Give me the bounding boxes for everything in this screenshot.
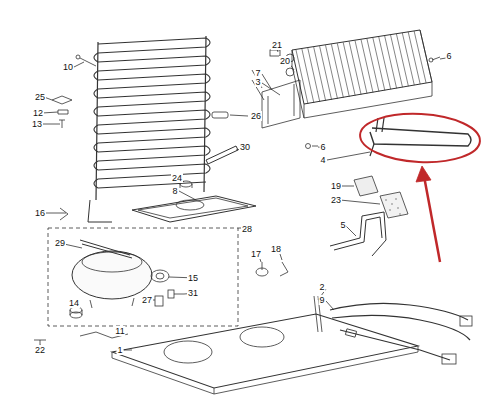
callout-number: 3	[254, 77, 261, 87]
callout-number: 19	[330, 181, 342, 191]
callout-number: 12	[32, 108, 44, 118]
callout-number: 9	[318, 295, 325, 305]
callout-number: 6	[319, 142, 326, 152]
callout-number: 13	[31, 119, 43, 129]
callout-number: 26	[250, 111, 262, 121]
callout-number: 6	[445, 51, 452, 61]
callout-number: 29	[54, 238, 66, 248]
callout-number: 17	[250, 249, 262, 259]
callout-number: 24	[171, 173, 183, 183]
callout-number: 5	[339, 220, 346, 230]
callout-number: 2	[318, 282, 325, 292]
callout-number: 30	[239, 142, 251, 152]
callout-number: 10	[62, 62, 74, 72]
callout-number: 25	[34, 92, 46, 102]
stroke	[94, 38, 210, 188]
callout-number: 27	[141, 295, 153, 305]
callout-number: 15	[187, 273, 199, 283]
callout-number: 8	[171, 186, 178, 196]
callout-number: 16	[34, 208, 46, 218]
stroke	[296, 30, 432, 104]
callout-number: 1	[116, 345, 123, 355]
callout-number: 21	[271, 40, 283, 50]
callout-number: 31	[187, 288, 199, 298]
evaporator-fins	[296, 30, 432, 104]
callout-number: 18	[270, 244, 282, 254]
callout-number: 14	[68, 298, 80, 308]
callout-number: 4	[319, 155, 326, 165]
callout-number: 11	[114, 326, 125, 336]
callout-number: 28	[241, 224, 253, 234]
callout-number: 20	[279, 56, 291, 66]
callout-number: 22	[34, 345, 46, 355]
condenser-coil	[94, 38, 210, 188]
callout-number: 23	[330, 195, 342, 205]
